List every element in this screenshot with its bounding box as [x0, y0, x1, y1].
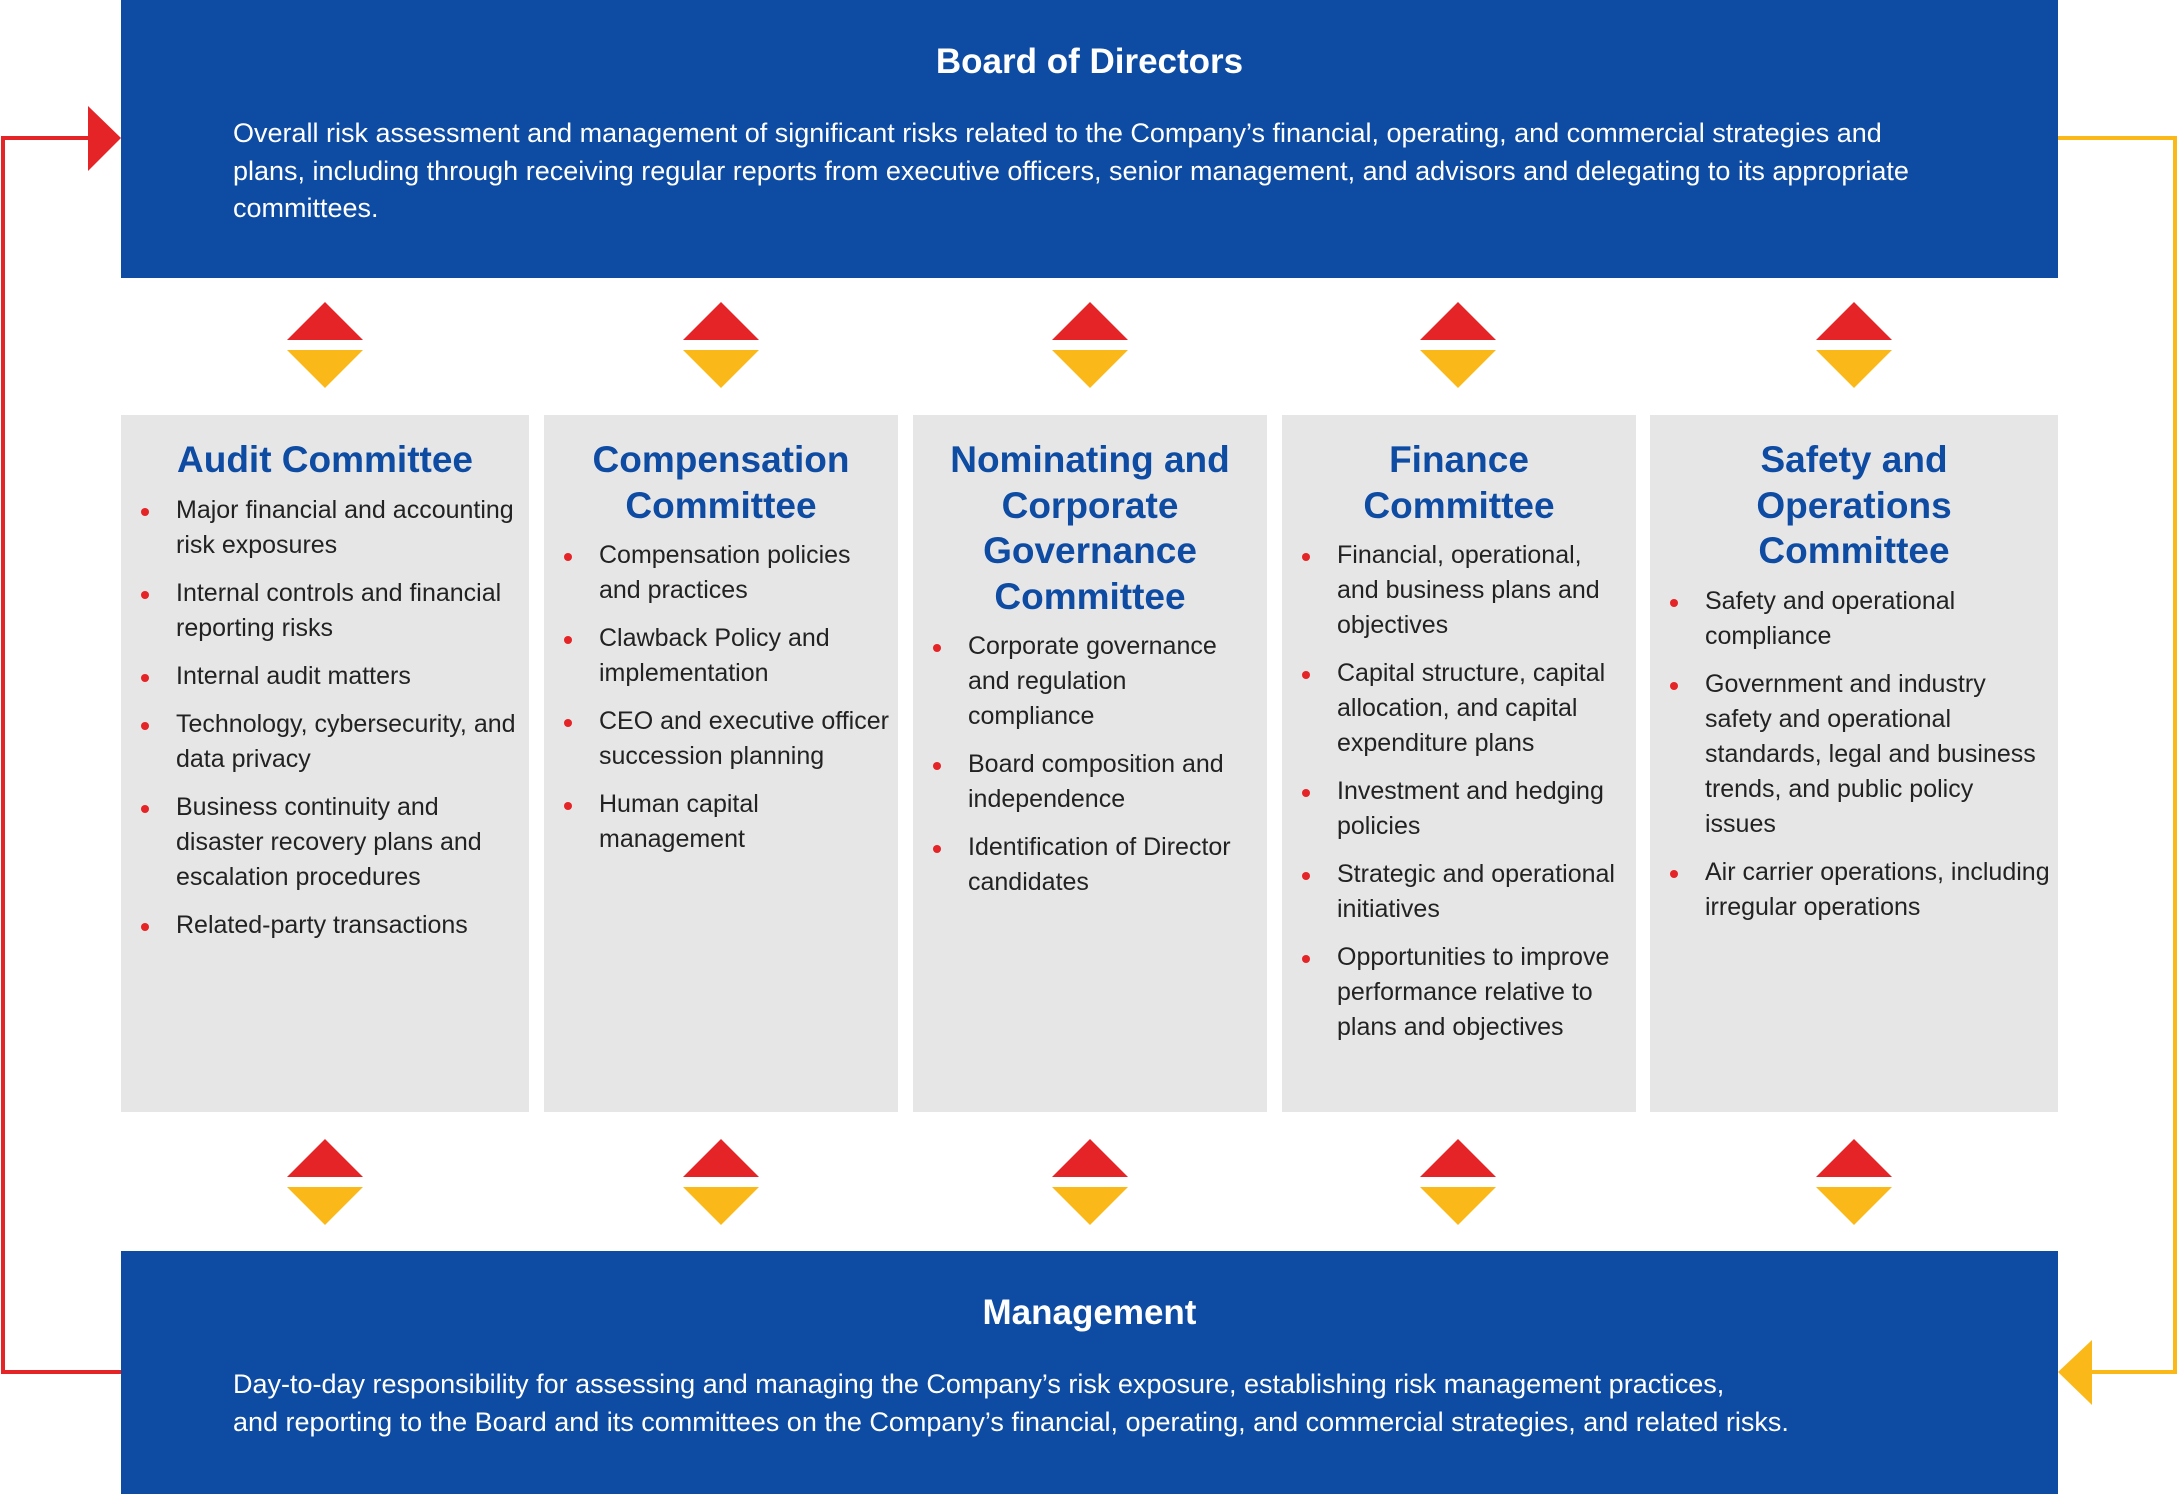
yellow-feedback-line	[2058, 136, 2177, 1374]
list-item: Government and industry safety and opera…	[1670, 667, 2050, 842]
list-item: Compensation policies and practices	[564, 538, 890, 608]
safety-operations-committee-panel: Safety and Operations Committee Safety a…	[1650, 415, 2058, 1112]
list-item: Strategic and operational initiatives	[1302, 857, 1628, 927]
list-item: Major financial and accounting risk expo…	[141, 493, 521, 563]
nominating-governance-committee-panel: Nominating and Corporate Governance Comm…	[913, 415, 1267, 1112]
list-item: Technology, cybersecurity, and data priv…	[141, 707, 521, 777]
list-item: Air carrier operations, including irregu…	[1670, 855, 2050, 925]
two-way-arrow-icon	[287, 302, 363, 390]
red-arrowhead-icon	[88, 106, 121, 171]
committee-title: Safety and Operations Committee	[1756, 439, 1952, 571]
committee-title: Compensation Committee	[592, 439, 850, 526]
two-way-arrow-icon	[287, 1139, 363, 1227]
two-way-arrow-icon	[1052, 302, 1128, 390]
list-item: Opportunities to improve performance rel…	[1302, 940, 1628, 1045]
two-way-arrow-icon	[1816, 1139, 1892, 1227]
list-item: Corporate governance and regulation comp…	[933, 629, 1259, 734]
two-way-arrow-icon	[1052, 1139, 1128, 1227]
management-title: Management	[982, 1293, 1197, 1332]
responsibility-list: Compensation policies and practices Claw…	[544, 538, 898, 857]
two-way-arrow-icon	[1420, 302, 1496, 390]
responsibility-list: Safety and operational compliance Govern…	[1650, 584, 2058, 925]
list-item: Financial, operational, and business pla…	[1302, 538, 1628, 643]
committee-title: Nominating and Corporate Governance Comm…	[950, 439, 1230, 617]
list-item: Capital structure, capital allocation, a…	[1302, 656, 1628, 761]
list-item: CEO and executive officer succession pla…	[564, 704, 890, 774]
committee-title: Finance Committee	[1363, 439, 1555, 526]
board-of-directors-band: Board of Directors Overall risk assessme…	[121, 0, 2058, 278]
list-item: Internal audit matters	[141, 659, 521, 694]
management-description-line: and reporting to the Board and its commi…	[233, 1406, 1789, 1437]
compensation-committee-panel: Compensation Committee Compensation poli…	[544, 415, 898, 1112]
management-description: Day-to-day responsibility for assessing …	[233, 1366, 1946, 1441]
list-item: Business continuity and disaster recover…	[141, 790, 521, 895]
list-item: Clawback Policy and implementation	[564, 621, 890, 691]
yellow-arrowhead-icon	[2058, 1340, 2092, 1405]
board-description: Overall risk assessment and management o…	[233, 118, 1909, 223]
list-item: Internal controls and financial reportin…	[141, 576, 521, 646]
two-way-arrow-icon	[683, 1139, 759, 1227]
list-item: Related-party transactions	[141, 908, 521, 943]
list-item: Identification of Director candidates	[933, 830, 1259, 900]
two-way-arrow-icon	[1816, 302, 1892, 390]
two-way-arrow-icon	[1420, 1139, 1496, 1227]
list-item: Investment and hedging policies	[1302, 774, 1628, 844]
audit-committee-panel: Audit Committee Major financial and acco…	[121, 415, 529, 1112]
responsibility-list: Corporate governance and regulation comp…	[913, 629, 1267, 900]
management-band: Management Day-to-day responsibility for…	[121, 1251, 2058, 1494]
board-title: Board of Directors	[935, 42, 1244, 81]
committee-title: Audit Committee	[177, 439, 473, 480]
finance-committee-panel: Finance Committee Financial, operational…	[1282, 415, 1636, 1112]
responsibility-list: Major financial and accounting risk expo…	[121, 493, 529, 943]
management-description-line: Day-to-day responsibility for assessing …	[233, 1369, 1725, 1399]
list-item: Human capital management	[564, 787, 890, 857]
two-way-arrow-icon	[683, 302, 759, 390]
red-feedback-line	[1, 136, 121, 1374]
responsibility-list: Financial, operational, and business pla…	[1282, 538, 1636, 1045]
list-item: Board composition and independence	[933, 747, 1259, 817]
list-item: Safety and operational compliance	[1670, 584, 2050, 654]
